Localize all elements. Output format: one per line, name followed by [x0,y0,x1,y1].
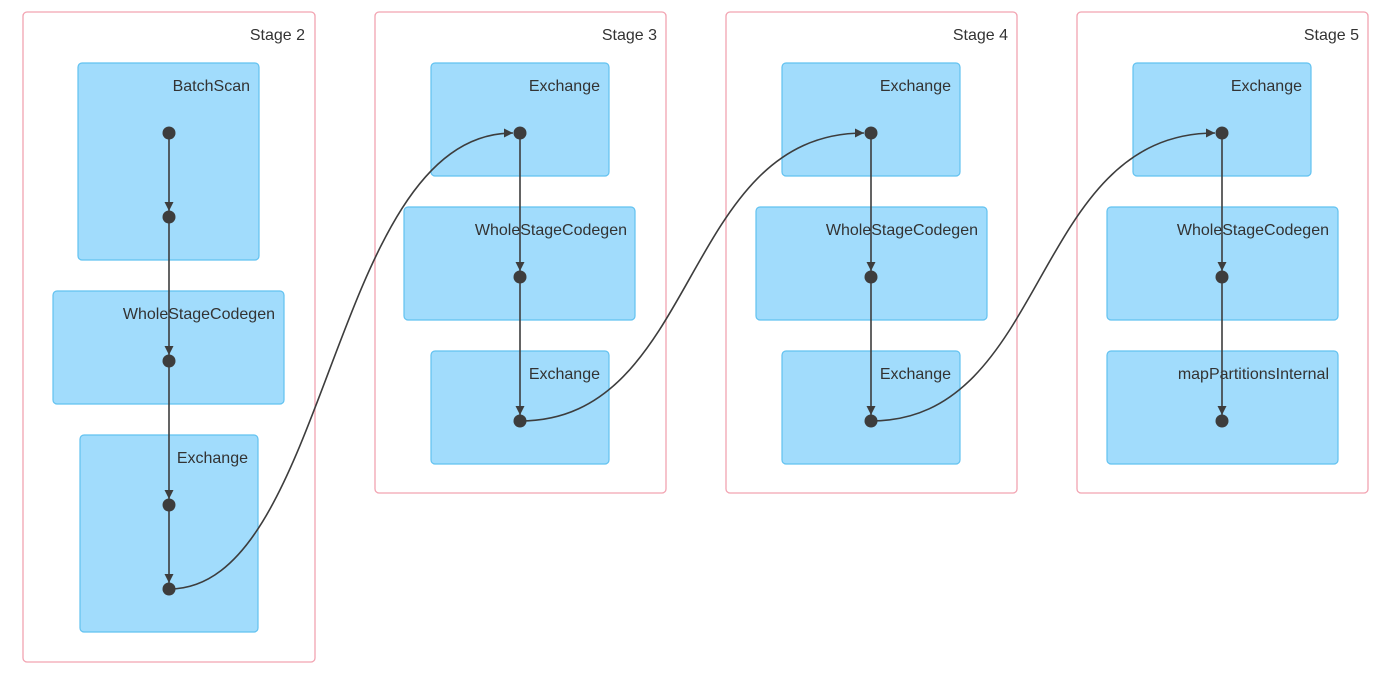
edges [164,128,1227,590]
operator-label: mapPartitionsInternal [1178,366,1329,383]
operator-label: BatchScan [173,78,250,95]
edge [870,128,1216,422]
node[interactable] [513,270,527,284]
operator-label: Exchange [529,366,600,383]
node[interactable] [162,498,176,512]
operator-label: Exchange [880,366,951,383]
node[interactable] [1215,126,1229,140]
operator-label: WholeStageCodegen [1177,222,1329,239]
node[interactable] [1215,414,1229,428]
node[interactable] [864,126,878,140]
operator-exchange[interactable]: Exchange [1132,62,1312,177]
operator-label: WholeStageCodegen [826,222,978,239]
stage-3-label: Stage 3 [602,27,657,44]
operator-label: WholeStageCodegen [475,222,627,239]
node[interactable] [162,354,176,368]
node[interactable] [1215,270,1229,284]
nodes [162,126,1229,596]
edge [519,128,865,422]
stage-5-label: Stage 5 [1304,27,1359,44]
operator-label: Exchange [1231,78,1302,95]
node[interactable] [162,126,176,140]
node[interactable] [162,582,176,596]
node[interactable] [864,414,878,428]
operator-label: Exchange [880,78,951,95]
node[interactable] [864,270,878,284]
edge [168,128,514,590]
node[interactable] [513,126,527,140]
operator-label: WholeStageCodegen [123,306,275,323]
stage-4-label: Stage 4 [953,27,1008,44]
operator-label: Exchange [177,450,248,467]
stage-2-label: Stage 2 [250,27,305,44]
node[interactable] [513,414,527,428]
node[interactable] [162,210,176,224]
operator-label: Exchange [529,78,600,95]
